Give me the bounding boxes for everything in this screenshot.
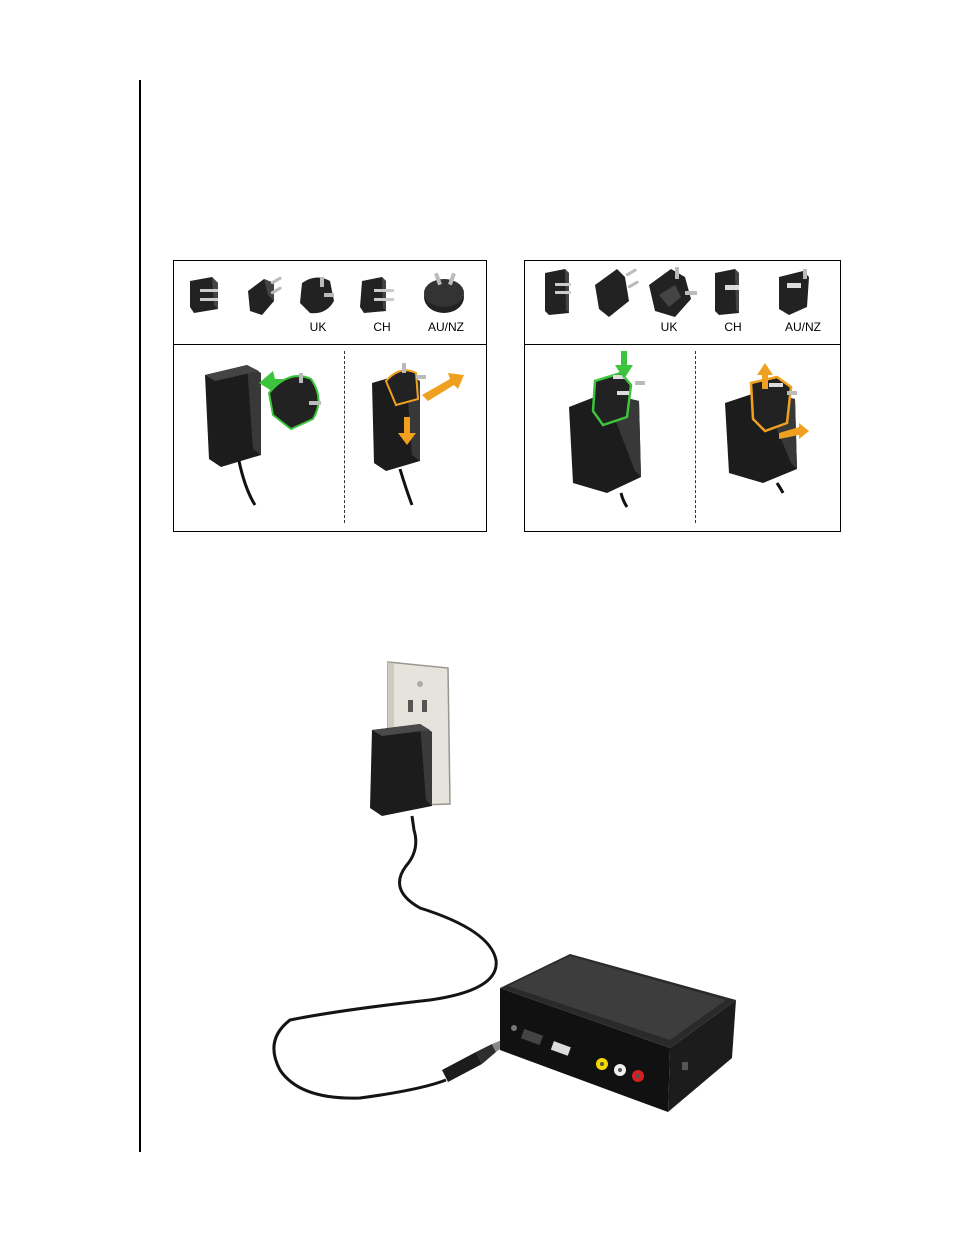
dc-plug (442, 1040, 504, 1082)
clip-adapter-install-illustration (565, 351, 655, 507)
us-plug-icon (186, 275, 222, 315)
page-margin-rule (139, 80, 141, 1152)
ch-clip-plug-icon (711, 267, 747, 317)
us-clip-plug-icon (541, 267, 577, 317)
adapter-install-illustration (199, 359, 329, 509)
panel-divider (174, 344, 486, 345)
plug-label-ch: CH (703, 320, 763, 334)
uk-plug-icon (296, 273, 340, 317)
panel-dashed-separator (344, 351, 345, 523)
plug-adapter-panel-sliding: UK CH AU/NZ (173, 260, 487, 532)
ch-plug-icon (356, 273, 400, 317)
media-player (500, 954, 736, 1112)
panel-divider (525, 344, 840, 345)
plug-label-uk: UK (288, 320, 348, 334)
power-connection-illustration (270, 660, 740, 1120)
au-nz-plug-icon (420, 271, 470, 317)
plug-label-ch: CH (352, 320, 412, 334)
plug-adapter-panel-clip: UK CH AU/NZ (524, 260, 841, 532)
eu-plug-icon (240, 273, 284, 319)
panel-dashed-separator (695, 351, 696, 523)
plug-label-uk: UK (639, 320, 699, 334)
plug-label-au-nz: AU/NZ (773, 320, 833, 334)
power-adapter (370, 724, 432, 816)
clip-adapter-remove-illustration (721, 363, 821, 493)
power-cable (274, 816, 496, 1098)
adapter-remove-illustration (366, 359, 476, 509)
au-nz-clip-plug-icon (773, 267, 817, 317)
plug-label-au-nz: AU/NZ (416, 320, 476, 334)
uk-clip-plug-icon (645, 265, 699, 319)
eu-clip-plug-icon (591, 265, 641, 319)
